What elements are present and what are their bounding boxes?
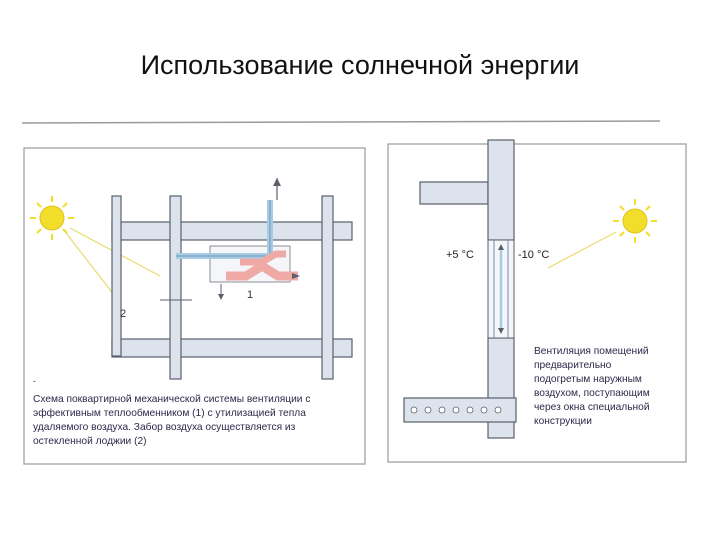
caption-marker: - [33, 376, 36, 386]
ventilated-window [487, 239, 515, 339]
arrow-up-icon [273, 178, 281, 186]
left-panel-frame [23, 147, 366, 465]
building-walls [111, 195, 353, 380]
right-caption: Вентиляция помещений предварительно подо… [534, 346, 653, 427]
lower-slab [111, 338, 353, 358]
right-caption-line: конструкции [534, 416, 592, 427]
arrow-down-icon [498, 328, 504, 334]
upper-slab [419, 181, 489, 205]
arrow-up-icon [498, 244, 504, 250]
right-caption-line: Вентиляция помещений [534, 346, 649, 357]
label-loggia: 2 [120, 308, 126, 320]
left-caption-line: эффективным теплообменником (1) с утилиз… [33, 407, 306, 419]
outside-temperature: -10 °С [518, 249, 549, 261]
upper-slab [111, 221, 353, 241]
building-walls [403, 139, 517, 439]
arrow-down-icon [218, 294, 224, 300]
outer-wall [321, 195, 334, 380]
left-caption-line: остекленной лоджии (2) [33, 436, 147, 447]
top-divider [21, 120, 661, 124]
right-caption-line: предварительно [534, 360, 612, 371]
right-caption-line: воздухом, поступающим [534, 388, 650, 399]
upper-wall [487, 139, 515, 241]
sun-icon [30, 196, 74, 240]
slide-title: Использование солнечной энергии [140, 50, 580, 80]
slab-voids [410, 406, 502, 414]
loggia-wall [111, 195, 122, 357]
right-caption-line: через окна специальной [534, 402, 650, 413]
left-caption-line: удаляемого воздуха. Забор воздуха осущес… [33, 421, 296, 433]
exhaust-duct-branch [240, 250, 286, 266]
right-panel-frame [387, 143, 687, 463]
exhaust-duct [226, 260, 298, 281]
left-panel: 1 2 - Схема поквартирной механической си… [23, 147, 366, 465]
inner-wall [169, 195, 182, 380]
right-panel: +5 °С -10 °С Вентиляция помещений предва… [387, 139, 687, 463]
left-caption: Схема поквартирной механической системы … [33, 394, 313, 447]
label-heat-exchanger: 1 [247, 289, 253, 301]
left-caption-line: Схема поквартирной механической системы … [33, 394, 310, 405]
sun-ray [547, 231, 617, 269]
lower-wall [487, 337, 515, 439]
right-caption-line: подогретым наружным [534, 374, 642, 385]
inside-temperature: +5 °С [446, 249, 474, 261]
sun-icon [613, 199, 657, 243]
arrow-left-icon [292, 273, 300, 279]
sun-ray [65, 232, 119, 301]
